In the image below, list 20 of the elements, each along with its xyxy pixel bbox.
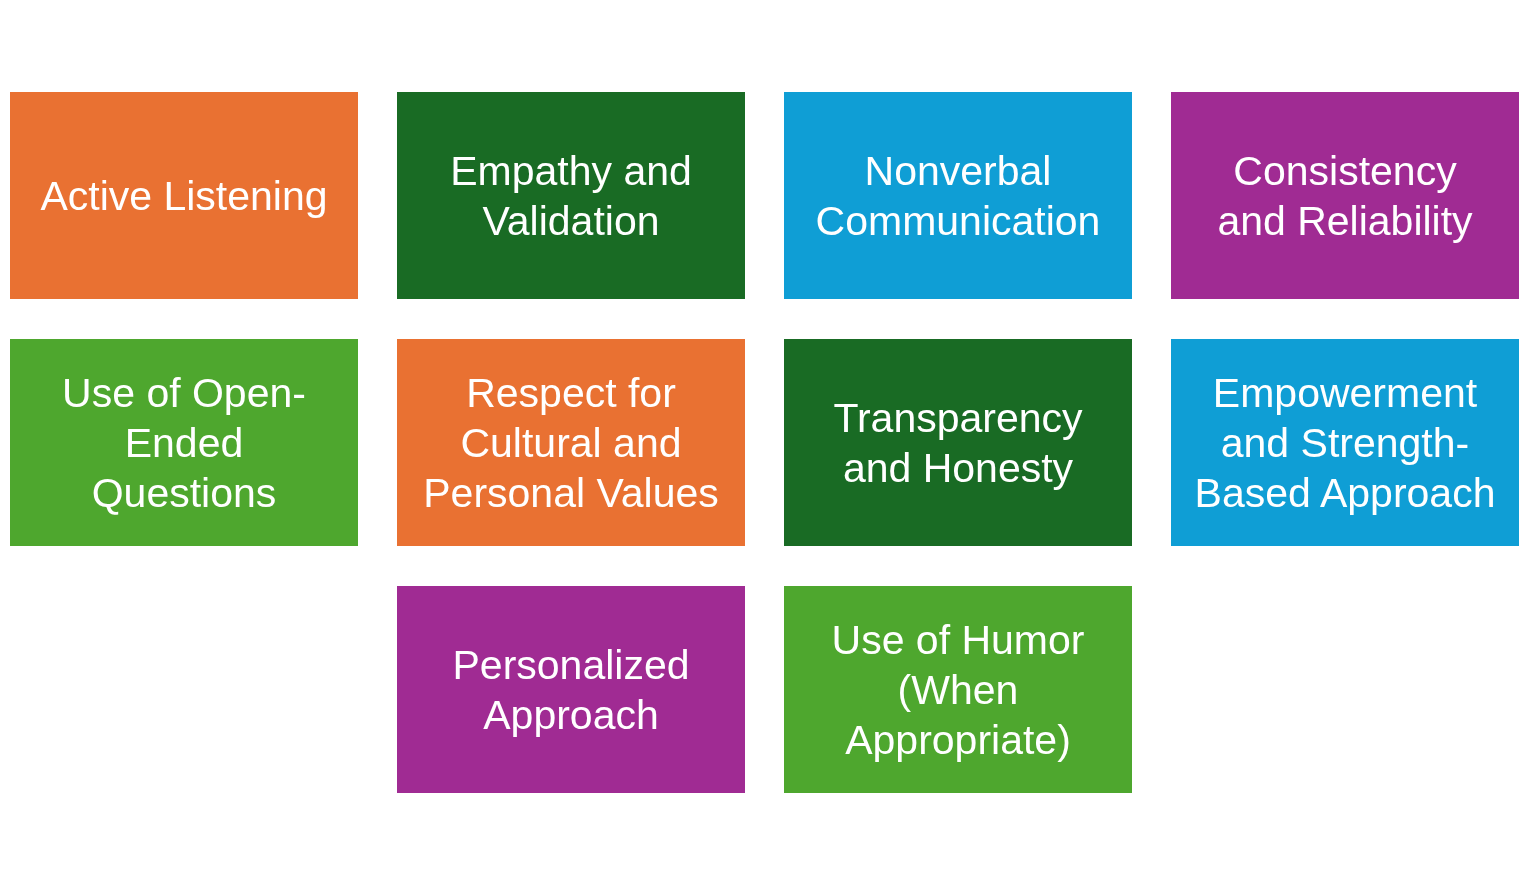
topic-tile [784, 339, 1132, 546]
topic-tile [10, 339, 358, 546]
topic-tile [784, 92, 1132, 299]
tile-label: Transparency and Honesty [832, 393, 1084, 493]
tile-label: Nonverbal Communication [814, 146, 1102, 246]
tile-label: Use of Humor (When Appropriate) [830, 615, 1086, 765]
tile-label: Empowerment and Strength-Based Approach [1193, 368, 1497, 518]
topic-tile [397, 92, 745, 299]
topic-tile [10, 92, 358, 299]
tile-label: Active Listening [40, 171, 328, 221]
tile-label: Personalized Approach [451, 640, 691, 740]
topic-tile [397, 339, 745, 546]
tile-label: Empathy and Validation [449, 146, 693, 246]
topic-tile [397, 586, 745, 793]
tile-label: Respect for Cultural and Personal Values [422, 368, 720, 518]
tile-label: Use of Open-Ended Questions [61, 368, 307, 518]
topic-tile [1171, 339, 1519, 546]
topic-tile [784, 586, 1132, 793]
tile-label: Consistency and Reliability [1216, 146, 1474, 246]
topic-tile [1171, 92, 1519, 299]
